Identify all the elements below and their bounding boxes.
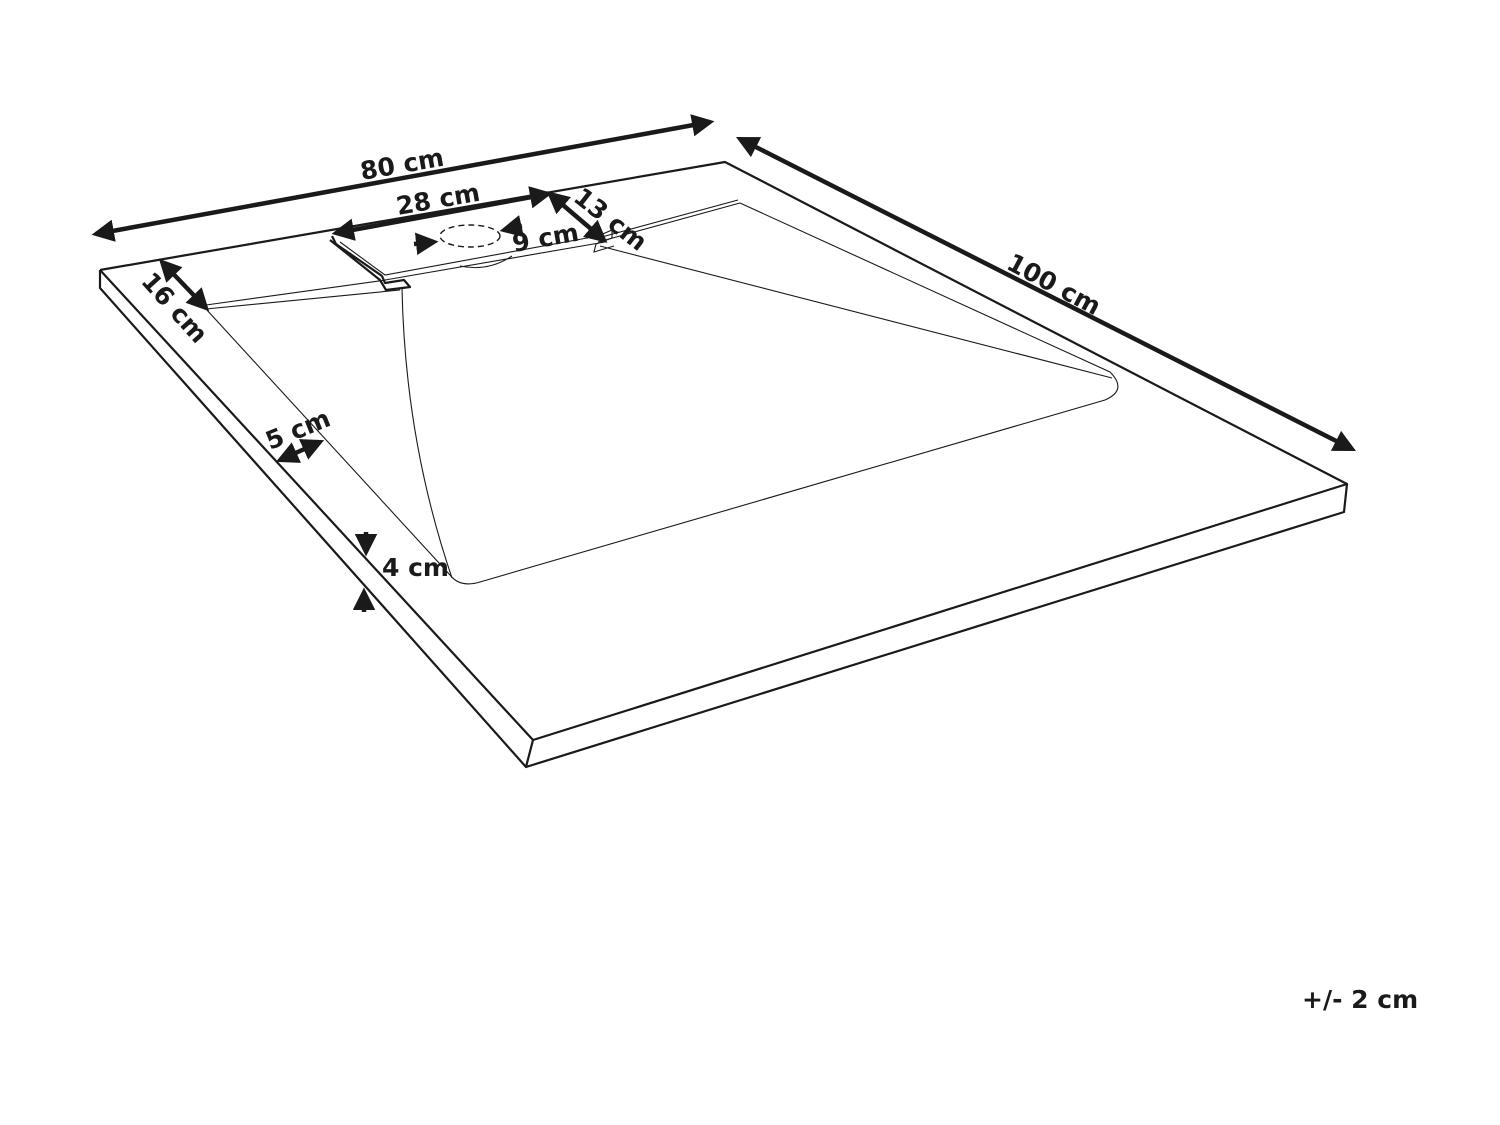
height-label: 4 cm	[382, 553, 449, 582]
tray-outline	[98, 160, 1349, 769]
length-label: 100 cm	[1002, 248, 1105, 321]
dimension-arrows	[91, 114, 1357, 612]
drain-diameter-label: 9 cm	[510, 218, 581, 258]
drain-hole-icon	[439, 224, 501, 248]
back-ledge-label: 16 cm	[136, 267, 214, 349]
basin-contour	[205, 199, 1119, 585]
tolerance-note: +/- 2 cm	[1302, 985, 1418, 1014]
side-rim-label: 5 cm	[261, 404, 334, 456]
